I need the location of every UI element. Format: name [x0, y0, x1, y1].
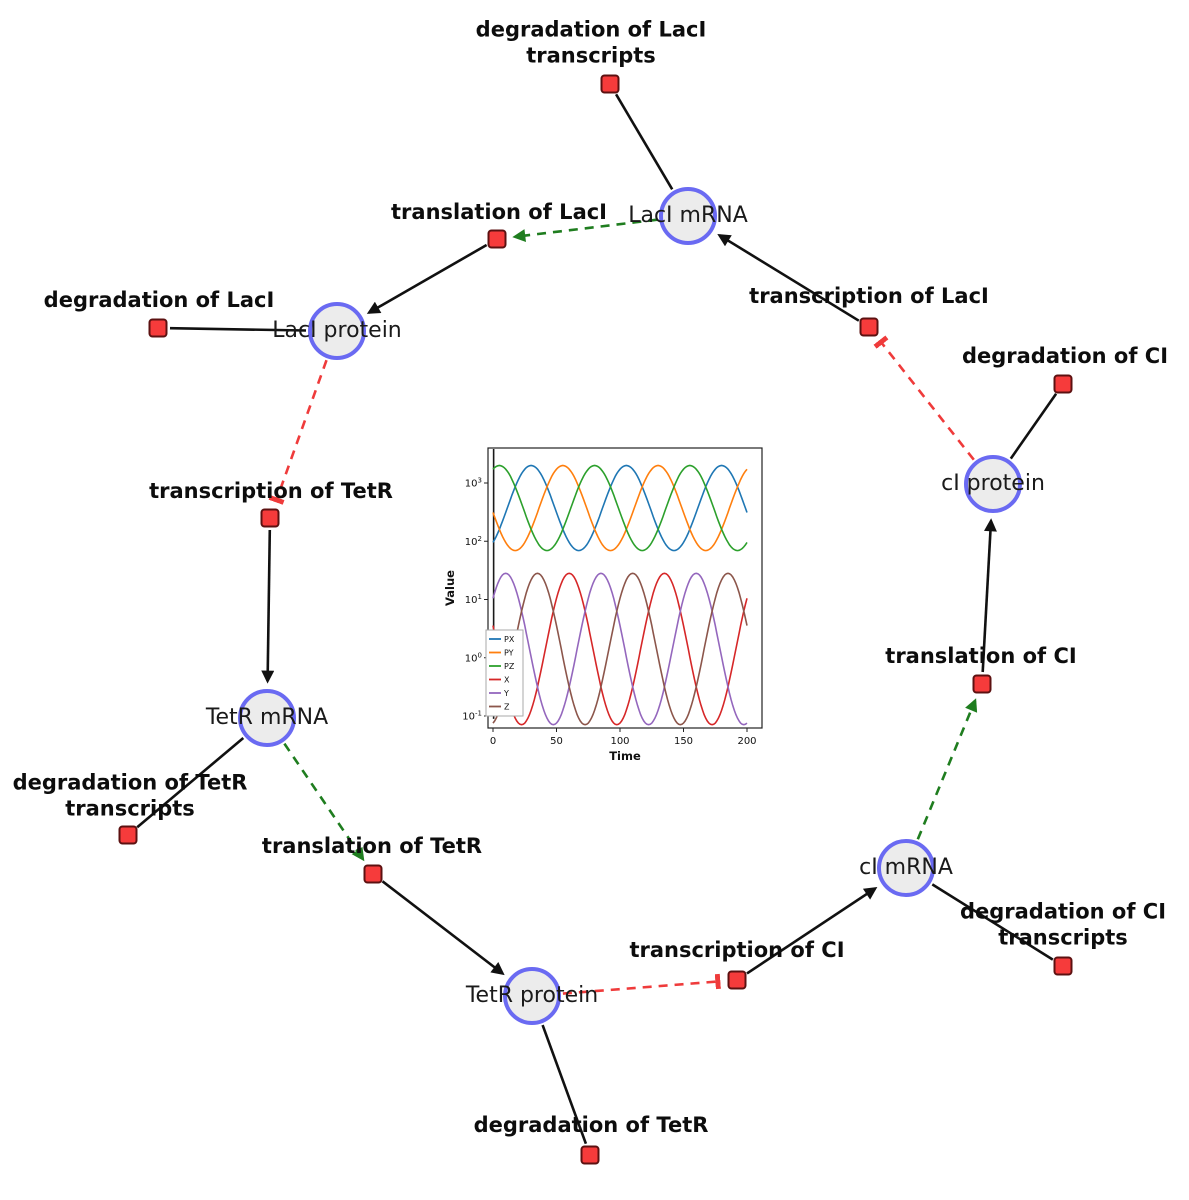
reaction-node-degradation-of-laci[interactable] — [148, 318, 168, 338]
edge-tetr-protein--degradation-of-tetr — [541, 1024, 588, 1145]
species-label-laci-protein: LacI protein — [272, 317, 402, 343]
reaction-label-degradation-of-laci-transcripts: degradation of LacI transcripts — [475, 17, 707, 67]
chart-plot-box — [487, 447, 763, 729]
reaction-label-degradation-of-tetr: degradation of TetR — [473, 1113, 709, 1138]
edge-ci-protein--degradation-of-ci — [1009, 393, 1058, 460]
reaction-label-translation-of-tetr: translation of TetR — [261, 834, 483, 859]
reaction-node-degradation-of-laci-transcripts[interactable] — [600, 74, 620, 94]
species-node-tetr-protein[interactable] — [503, 967, 561, 1025]
edge-tetr-mrna--translation-of-tetr — [283, 742, 365, 862]
reaction-label-transcription-of-laci: transcription of LacI — [749, 284, 989, 309]
species-label-ci-mrna: cI mRNA — [859, 854, 953, 880]
legend-label-PY: PY — [504, 649, 514, 658]
reaction-node-degradation-of-ci[interactable] — [1053, 374, 1073, 394]
species-label-laci-mrna: LacI mRNA — [628, 202, 748, 228]
series-X — [492, 572, 748, 726]
species-node-laci-protein[interactable] — [308, 302, 366, 360]
series-PY — [492, 464, 748, 552]
chart-x-tick-label: 0 — [490, 736, 496, 747]
legend-label-X: X — [504, 676, 510, 685]
chart-y-tick-label: 101 — [465, 593, 482, 606]
chart-y-tick-label: 103 — [465, 477, 482, 490]
series-PX — [492, 464, 748, 552]
species-label-ci-protein: cI protein — [941, 470, 1045, 496]
edge-laci-mrna--translation-of-laci — [512, 218, 658, 243]
chart-legend — [485, 629, 524, 717]
chart-y-tick-label: 100 — [465, 651, 482, 664]
reaction-node-degradation-of-ci-transcripts[interactable] — [1053, 956, 1073, 976]
chart-x-tick-label: 50 — [550, 736, 563, 747]
species-node-ci-mrna[interactable] — [877, 839, 935, 897]
edge-translation-of-laci--laci-protein — [366, 243, 488, 314]
reaction-label-transcription-of-ci: transcription of CI — [629, 938, 845, 963]
reaction-label-degradation-of-ci-transcripts: degradation of CI transcripts — [959, 899, 1167, 949]
species-node-laci-mrna[interactable] — [659, 187, 717, 245]
reaction-label-translation-of-laci: translation of LacI — [391, 200, 607, 225]
reaction-node-translation-of-tetr[interactable] — [363, 864, 383, 884]
species-node-ci-protein[interactable] — [964, 455, 1022, 513]
edge-laci-mrna--degradation-of-laci-transcripts — [614, 93, 674, 190]
edge-transcription-of-tetr--tetr-mrna — [261, 529, 275, 684]
reaction-label-degradation-of-laci: degradation of LacI — [43, 288, 275, 313]
edge-laci-protein--degradation-of-laci — [169, 326, 307, 332]
species-label-tetr-mrna: TetR mRNA — [205, 704, 329, 730]
edge-laci-protein--transcription-of-tetr — [268, 359, 328, 505]
legend-label-Z: Z — [504, 703, 510, 712]
reaction-node-transcription-of-ci[interactable] — [727, 970, 747, 990]
legend-label-Y: Y — [503, 689, 509, 698]
reaction-node-transcription-of-tetr[interactable] — [260, 508, 280, 528]
reaction-node-degradation-of-tetr-transcripts[interactable] — [118, 825, 138, 845]
reaction-node-transcription-of-laci[interactable] — [859, 317, 879, 337]
chart-x-tick-label: 200 — [737, 736, 756, 747]
reaction-label-transcription-of-tetr: transcription of TetR — [149, 479, 393, 504]
edge-transcription-of-laci--laci-mrna — [717, 233, 860, 322]
reaction-label-degradation-of-ci: degradation of CI — [961, 344, 1169, 369]
chart-x-tick-label: 100 — [610, 736, 629, 747]
edge-tetr-protein--transcription-of-ci — [562, 973, 721, 995]
legend-label-PZ: PZ — [504, 662, 515, 671]
reaction-label-translation-of-ci: translation of CI — [885, 644, 1077, 669]
edge-translation-of-ci--ci-protein — [981, 518, 997, 673]
series-PZ — [492, 464, 748, 552]
reaction-node-degradation-of-tetr[interactable] — [580, 1145, 600, 1165]
species-label-tetr-protein: TetR protein — [465, 982, 599, 1008]
edge-transcription-of-ci--ci-mrna — [746, 886, 878, 975]
chart-x-axis-label: Time — [609, 749, 641, 763]
edge-translation-of-tetr--tetr-protein — [381, 880, 505, 976]
reaction-label-degradation-of-tetr-transcripts: degradation of TetR transcripts — [12, 770, 248, 820]
reaction-node-translation-of-laci[interactable] — [487, 229, 507, 249]
chart-y-tick-label: 10-1 — [462, 710, 482, 723]
reaction-node-translation-of-ci[interactable] — [972, 674, 992, 694]
species-node-tetr-mrna[interactable] — [238, 689, 296, 747]
series-Y — [492, 572, 748, 726]
chart-x-tick-label: 150 — [674, 736, 693, 747]
chart-y-axis-label: Value — [443, 570, 457, 606]
edge-ci-mrna--degradation-of-ci-transcripts — [931, 883, 1054, 961]
series-Z — [492, 572, 748, 726]
legend-label-PX: PX — [504, 635, 515, 644]
edge-tetr-mrna--degradation-of-tetr-transcripts — [136, 737, 245, 829]
chart-y-tick-label: 102 — [465, 535, 482, 548]
